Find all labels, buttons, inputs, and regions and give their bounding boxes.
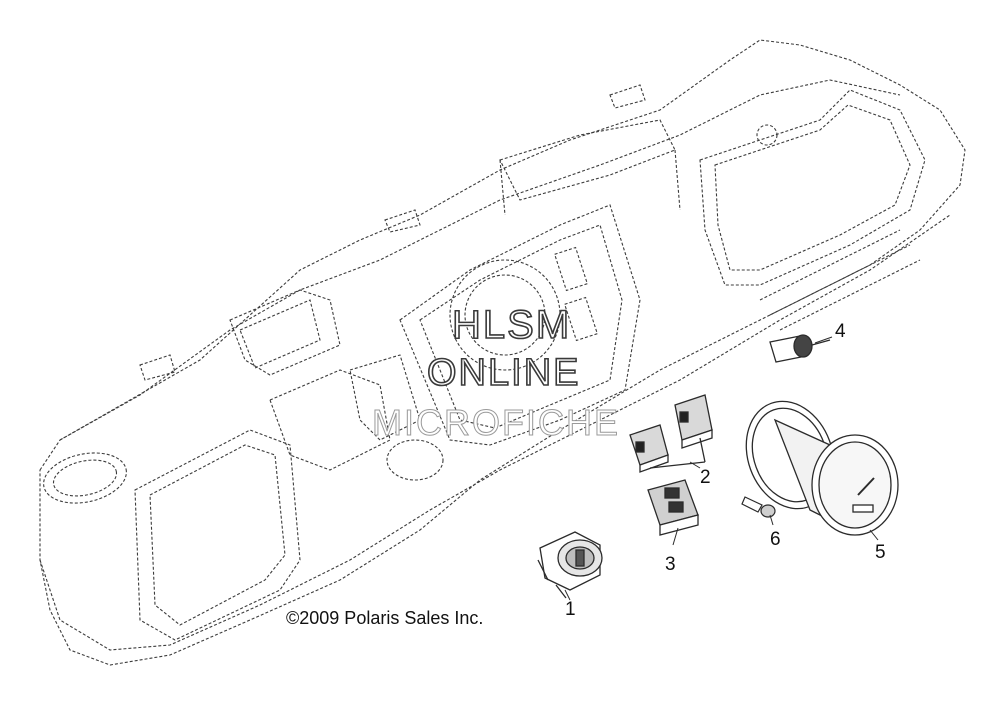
watermark-hlsm: HLSM [451, 303, 572, 347]
callout-3: 3 [665, 554, 676, 575]
gauge-part [745, 400, 899, 536]
ignition-switch-part [537, 531, 603, 599]
callout-1: 1 [565, 599, 576, 620]
rocker-switch-part [629, 394, 713, 473]
power-socket-part [769, 334, 831, 363]
callout-4: 4 [835, 321, 846, 342]
watermark-online: ONLINE [426, 352, 581, 394]
bulb-part [741, 496, 776, 518]
callout-2: 2 [700, 467, 711, 488]
callout-6: 6 [770, 529, 781, 550]
callout-5: 5 [875, 542, 886, 563]
switch-block-part [647, 479, 699, 536]
copyright-text: ©2009 Polaris Sales Inc. [286, 608, 484, 628]
watermark-microfiche: MICROFICHE [372, 402, 620, 443]
dashboard-assembly [39, 39, 966, 666]
leader-lines [564, 336, 879, 601]
